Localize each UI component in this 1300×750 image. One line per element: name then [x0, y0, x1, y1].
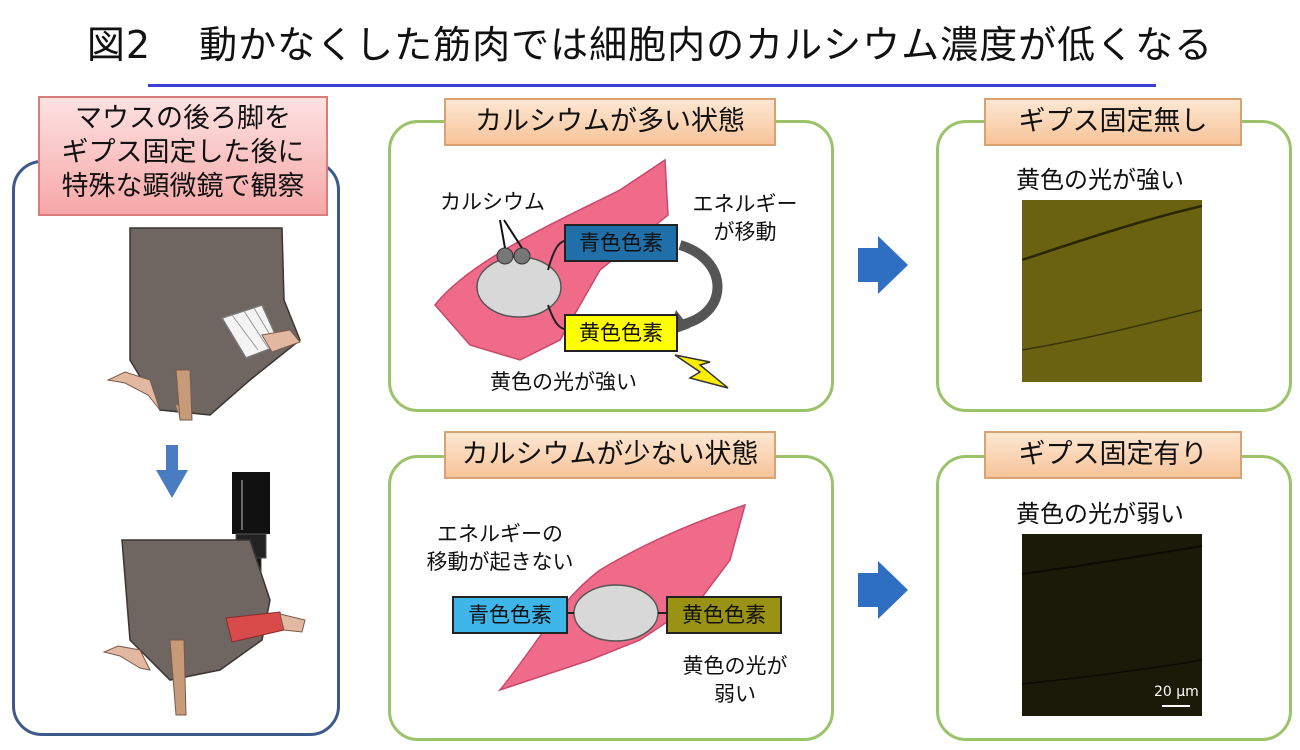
no-energy-line-1: エネルギーの — [437, 522, 563, 546]
blue-pigment-box: 青色色素 — [564, 224, 678, 262]
figure-title: 図2 動かなくした筋肉では細胞内のカルシウム濃度が低くなる — [0, 14, 1300, 69]
yellow-pigment-box: 黄色色素 — [564, 314, 678, 352]
micrograph-cast: 20 μm — [1022, 534, 1202, 716]
high-calcium-heading: カルシウムが多い状態 — [444, 98, 776, 146]
cast-caption: 黄色の光が弱い — [1016, 500, 1184, 528]
micrograph-no-cast — [1022, 200, 1202, 382]
low-calcium-heading: カルシウムが少ない状態 — [444, 431, 776, 479]
mouse-leg-exposed-illustration — [102, 539, 306, 716]
low-result-line-2: 弱い — [714, 682, 756, 706]
calcium-label: カルシウム — [440, 190, 545, 214]
procedure-line-1: マウスの後ろ脚を — [75, 103, 291, 134]
right-arrow-icon — [858, 561, 908, 619]
yellow-pigment-box: 黄色色素 — [666, 596, 782, 634]
right-arrow-icon — [858, 236, 908, 294]
no-cast-caption: 黄色の光が強い — [1016, 166, 1184, 194]
low-result-label: 黄色の光が 弱い — [670, 652, 800, 708]
figure-number: 図2 — [86, 23, 152, 67]
energy-label-line-2: が移動 — [713, 220, 777, 244]
lightning-icon — [674, 354, 729, 389]
high-result-label: 黄色の光が強い — [490, 370, 637, 394]
cast-heading: ギプス固定有り — [984, 431, 1242, 479]
energy-transfer-label: エネルギー が移動 — [680, 190, 810, 246]
energy-label-line-1: エネルギー — [692, 192, 798, 216]
low-result-line-1: 黄色の光が — [682, 654, 788, 678]
procedure-line-2: ギプス固定した後に — [61, 137, 305, 168]
procedure-line-3: 特殊な顕微鏡で観察 — [61, 171, 305, 202]
no-energy-line-2: 移動が起きない — [426, 550, 574, 574]
no-cast-heading: ギプス固定無し — [984, 98, 1242, 146]
mouse-leg-cast-illustration — [106, 227, 301, 421]
title-underline — [148, 84, 1156, 87]
figure-title-text: 動かなくした筋肉では細胞内のカルシウム濃度が低くなる — [199, 23, 1214, 67]
down-arrow-icon — [156, 445, 188, 498]
energy-transfer-arrow — [678, 240, 723, 330]
blue-pigment-box: 青色色素 — [452, 596, 568, 634]
scale-bar-label: 20 μm — [1154, 684, 1199, 700]
no-energy-transfer-label: エネルギーの 移動が起きない — [410, 520, 590, 576]
procedure-label: マウスの後ろ脚を ギプス固定した後に 特殊な顕微鏡で観察 — [38, 96, 328, 216]
